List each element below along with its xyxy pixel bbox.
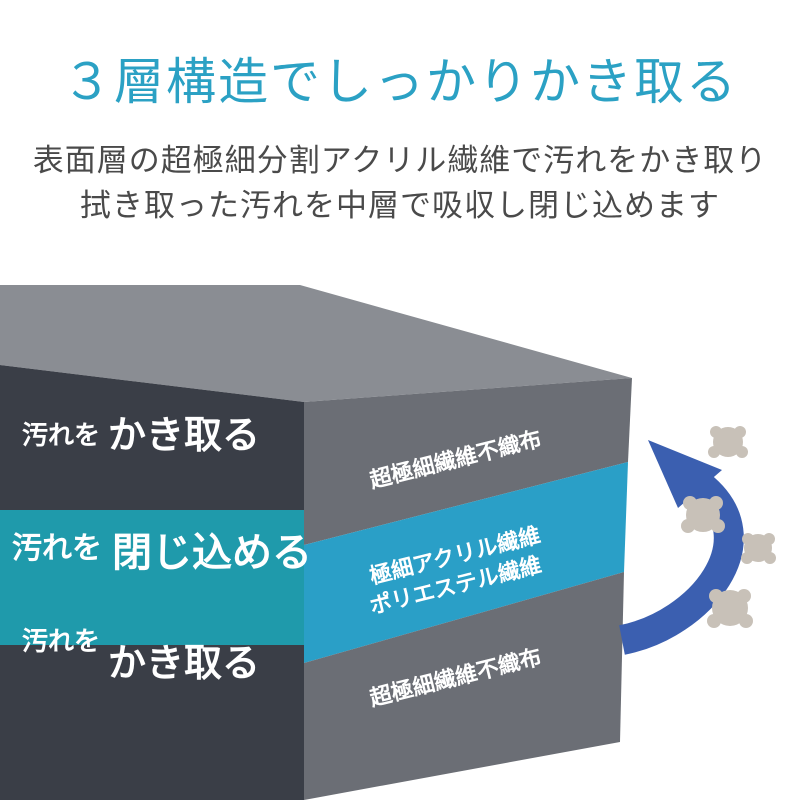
middle-layer-front-small: 汚れを (12, 531, 102, 566)
front-face-top-layer (0, 365, 304, 510)
front-face-bottom-layer (0, 645, 304, 800)
bottom-layer-front-small: 汚れを (22, 627, 100, 657)
side-face-middle-layer (304, 462, 628, 663)
bottom-layer-front-large: かき取る (108, 641, 260, 685)
top-layer-front-large: かき取る (108, 413, 260, 457)
front-face-middle-layer (0, 510, 304, 645)
side-face-top-layer (304, 378, 632, 545)
middle-layer-front-large: 閉じ込める (112, 530, 312, 576)
headline: ３層構造でしっかりかき取る (62, 53, 738, 111)
side-face-bottom-layer (304, 572, 624, 800)
dirt-particle-icon (681, 496, 725, 533)
dirt-particle-icon (741, 533, 776, 564)
block-top-face (0, 285, 632, 402)
subtitle-line-2: 拭き取った汚れを中層で吸収し閉じ込めます (80, 188, 720, 224)
dirt-particle-icon (707, 589, 753, 628)
subtitle-line-1: 表面層の超極細分割アクリル繊維で汚れをかき取り (32, 143, 768, 179)
top-layer-front-small: 汚れを (22, 421, 100, 451)
dirt-particle-icon (708, 426, 748, 458)
